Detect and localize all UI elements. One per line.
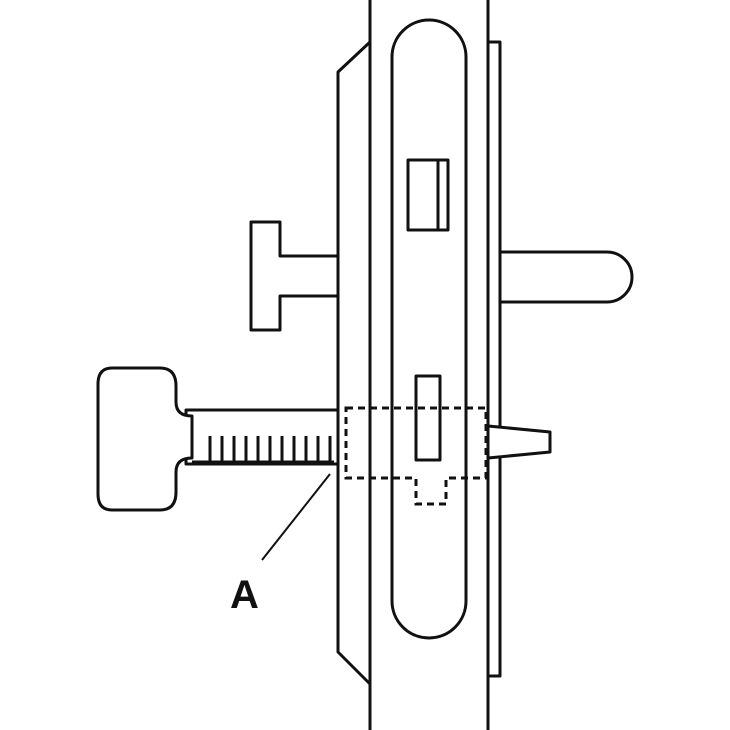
right-back-plate (488, 40, 502, 678)
latch-opening (406, 158, 450, 232)
left-escutcheon-edge (336, 40, 372, 686)
lever-handle (498, 250, 634, 304)
cam-tongue (486, 424, 552, 460)
callout-leader (261, 473, 331, 561)
door-edge (368, 0, 490, 730)
callout-label: A (230, 573, 259, 617)
shaft-threads (192, 436, 334, 464)
face-plate (390, 18, 468, 640)
tool-thumb-grip (96, 366, 194, 512)
hidden-cylinder-outline (344, 406, 488, 506)
cylinder-slot (414, 374, 442, 462)
thumb-turn (249, 220, 340, 332)
